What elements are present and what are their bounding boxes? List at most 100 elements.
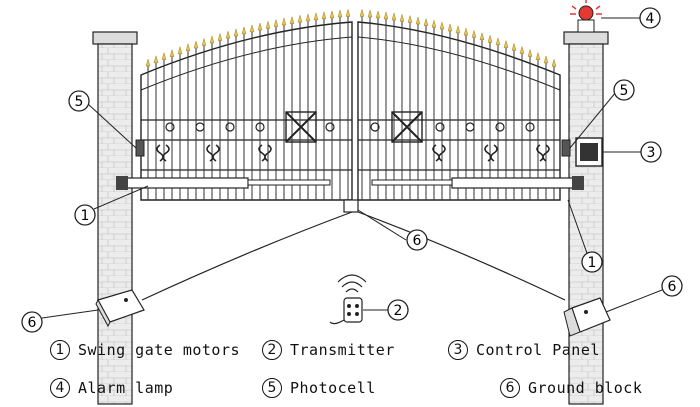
alarm-lamp	[570, 0, 602, 33]
legend-number: 2	[262, 340, 282, 360]
spear-tip	[391, 12, 397, 21]
spear-tip	[249, 24, 255, 33]
callout-5-left: 5	[68, 90, 90, 112]
ground-block-right	[563, 297, 611, 337]
right-pillar	[563, 31, 609, 405]
callout-4: 4	[639, 7, 661, 29]
legend-item-photocell: 5 Photocell	[262, 378, 376, 398]
spear-tip	[503, 39, 509, 48]
spear-tip	[345, 8, 351, 17]
spear-tip	[305, 13, 311, 22]
svg-text:3: 3	[647, 145, 656, 161]
swing-gate-motor-right	[371, 176, 584, 190]
spear-tip	[383, 11, 389, 20]
spear-tip	[329, 10, 335, 19]
spear-tip	[399, 13, 405, 22]
legend-item-ground-block: 6 Ground block	[500, 378, 642, 398]
spear-tip	[455, 25, 461, 34]
svg-text:1: 1	[81, 208, 90, 224]
spear-tip	[519, 45, 525, 54]
swing-arc-left	[141, 211, 353, 301]
legend-label: Control Panel	[476, 341, 600, 359]
spear-tip	[495, 37, 501, 46]
callout-1-right: 1	[581, 251, 603, 273]
legend-label: Transmitter	[290, 341, 395, 359]
legend-number: 1	[50, 340, 70, 360]
svg-text:1: 1	[588, 255, 597, 271]
callout-6-center: 6	[406, 229, 428, 251]
spear-tip	[193, 40, 199, 49]
spear-tip	[463, 27, 469, 36]
spear-tip	[543, 55, 549, 64]
spear-tip	[257, 22, 263, 31]
svg-text:6: 6	[668, 279, 677, 295]
spear-tip	[511, 42, 517, 51]
spear-tip	[471, 29, 477, 38]
spear-tip	[201, 37, 207, 46]
spear-tip	[225, 30, 231, 39]
svg-text:5: 5	[75, 94, 84, 110]
legend-item-control-panel: 3 Control Panel	[448, 340, 600, 360]
spear-tip	[337, 9, 343, 18]
spear-tip	[313, 12, 319, 21]
spear-tip	[273, 18, 279, 27]
ground-block-center	[343, 199, 359, 213]
spear-tip	[217, 32, 223, 41]
spear-tips	[145, 8, 557, 67]
callout-6-left: 6	[21, 311, 43, 333]
legend-number: 4	[50, 378, 70, 398]
spear-tip	[289, 15, 295, 24]
photocell-right	[561, 139, 571, 157]
legend-item-alarm-lamp: 4 Alarm lamp	[50, 378, 173, 398]
spear-tip	[423, 17, 429, 26]
spear-tip	[145, 58, 151, 67]
callout-6-right: 6	[661, 275, 683, 297]
legend-label: Photocell	[290, 379, 376, 397]
spear-tip	[527, 48, 533, 57]
spear-tip	[375, 10, 381, 19]
spear-tip	[281, 17, 287, 26]
spear-tip	[551, 58, 557, 67]
spear-tip	[359, 8, 365, 17]
control-panel	[575, 137, 603, 167]
spear-tip	[185, 43, 191, 51]
spear-tip	[439, 21, 445, 30]
photocell-left	[135, 139, 145, 157]
legend-label: Alarm lamp	[78, 379, 174, 397]
callout-1-left: 1	[74, 204, 96, 226]
spear-tip	[169, 48, 175, 57]
callout-3: 3	[640, 141, 662, 163]
spear-tip	[487, 34, 493, 43]
swing-arc-right	[357, 211, 566, 301]
spear-tip	[407, 14, 413, 23]
callout-2: 2	[387, 299, 409, 321]
legend-item-transmitter: 2 Transmitter	[262, 340, 395, 360]
spear-tip	[367, 9, 373, 18]
spear-tip	[447, 23, 453, 32]
legend-number: 3	[448, 340, 468, 360]
legend-number: 5	[262, 378, 282, 398]
svg-text:6: 6	[413, 233, 422, 249]
callout-5-right: 5	[613, 79, 635, 101]
legend-label: Swing gate motors	[78, 341, 241, 359]
legend-item-motors: 1 Swing gate motors	[50, 340, 240, 360]
spear-tip	[265, 20, 271, 29]
svg-text:4: 4	[646, 11, 655, 27]
leader-lines	[41, 17, 663, 319]
spear-tip	[233, 28, 239, 37]
legend-label: Ground block	[528, 379, 643, 397]
left-pillar	[92, 31, 138, 405]
swing-gate-motor-left	[116, 176, 331, 190]
spear-tip	[535, 51, 541, 60]
spear-tip	[161, 51, 167, 60]
spear-tip	[431, 19, 437, 28]
ground-block-left	[95, 289, 145, 328]
svg-text:6: 6	[28, 315, 37, 331]
legend-number: 6	[500, 378, 520, 398]
spear-tip	[209, 35, 215, 44]
svg-text:5: 5	[620, 83, 629, 99]
spear-tip	[321, 11, 327, 19]
spear-tip	[241, 26, 247, 35]
spear-tip	[153, 55, 159, 63]
